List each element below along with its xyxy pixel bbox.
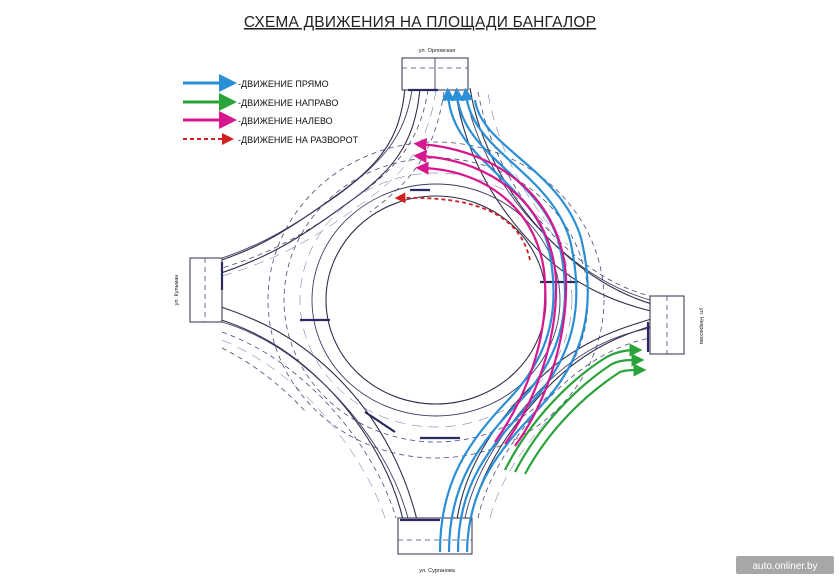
street-label-west: ул. Кульман [174,275,180,306]
sw-corridor [221,321,409,519]
outer-road-edge [214,87,656,521]
road-network [189,57,685,555]
right-turn-route [514,353,645,473]
legend: -ДВИЖЕНИЕ ПРЯМО -ДВИЖЕНИЕ НАПРАВО -ДВИЖЕ… [183,74,359,145]
left-turn-route [413,149,558,445]
watermark: auto.onliner.by [752,561,817,572]
street-label-east: ул. Некрасова [698,308,704,345]
straight-route [465,99,589,553]
legend-left: -ДВИЖЕНИЕ НАЛЕВО [183,111,333,129]
street-label-north: ул. Орловская [419,48,456,54]
outer-road-edge-2 [214,87,656,521]
legend-label: -ДВИЖЕНИЕ НАЛЕВО [238,116,333,126]
u-turn-route [394,192,531,261]
right-turn-route [524,363,647,475]
straight-routes [438,87,589,553]
watermark-background [736,556,834,574]
right-turn-routes [504,343,647,475]
left-turn-route [415,161,547,443]
legend-straight: -ДВИЖЕНИЕ ПРЯМО [183,74,329,92]
stop-line [364,411,396,433]
street-label-south: ул. Сурганова [419,568,456,574]
left-turn-route [413,137,568,447]
straight-route [447,87,567,553]
right-turn-route [504,343,643,471]
legend-uturn: -ДВИЖЕНИЕ НА РАЗВОРОТ [183,133,359,145]
left-turn-routes [413,137,568,447]
scheme-title: СХЕМА ДВИЖЕНИЯ НА ПЛОЩАДИ БАНГАЛОР [244,14,596,31]
ring-lane [311,183,561,417]
ring-lane [299,172,573,428]
straight-route [456,87,578,553]
straight-route [438,87,555,553]
legend-label: -ДВИЖЕНИЕ НАПРАВО [238,98,338,108]
legend-right: -ДВИЖЕНИЕ НАПРАВО [183,93,338,111]
legend-label: -ДВИЖЕНИЕ ПРЯМО [238,79,329,89]
ring-lane [267,141,605,459]
west-approach [189,257,223,323]
legend-label: -ДВИЖЕНИЕ НА РАЗВОРОТ [238,135,359,145]
